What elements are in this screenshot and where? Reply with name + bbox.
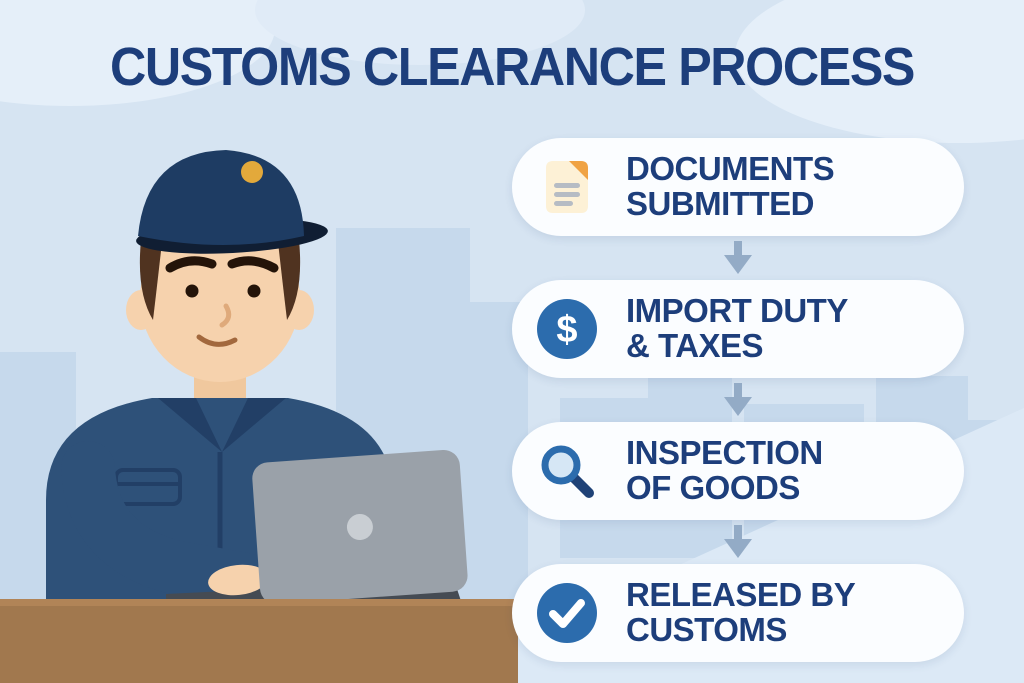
- officer-hand: [208, 564, 268, 596]
- process-steps: DOCUMENTS SUBMITTED $ IMPORT DUTY & TAXE…: [512, 138, 964, 662]
- document-icon: [546, 161, 588, 213]
- cloud-shape: [255, 0, 585, 65]
- step-card-documents-submitted: DOCUMENTS SUBMITTED: [512, 138, 964, 236]
- laptop-screen: [252, 449, 468, 605]
- step-card-released: RELEASED BY CUSTOMS: [512, 564, 964, 662]
- down-arrow-icon: [512, 520, 964, 564]
- page-title: CUSTOMS CLEARANCE PROCESS: [109, 37, 915, 97]
- down-arrow-icon: [512, 378, 964, 422]
- customs-officer-illustration: [0, 150, 518, 683]
- cap-badge: [241, 161, 263, 183]
- officer-face: [140, 214, 300, 382]
- step-label: INSPECTION OF GOODS: [626, 434, 823, 506]
- step-card-import-duty: $ IMPORT DUTY & TAXES: [512, 280, 964, 378]
- step-label: RELEASED BY CUSTOMS: [626, 576, 856, 648]
- officer-arm: [61, 441, 273, 607]
- check-icon: [537, 583, 597, 643]
- cloud-shape: [735, 0, 1024, 143]
- desk: [0, 599, 518, 683]
- step-card-inspection: INSPECTION OF GOODS: [512, 422, 964, 520]
- step-label: IMPORT DUTY & TAXES: [626, 292, 848, 364]
- officer-cap: [138, 150, 304, 245]
- svg-text:$: $: [556, 309, 577, 351]
- down-arrow-icon: [512, 236, 964, 280]
- magnifier-icon: [541, 445, 594, 498]
- officer-smile: [196, 334, 238, 347]
- cloud-shape: [0, 0, 275, 106]
- step-label: DOCUMENTS SUBMITTED: [626, 150, 835, 222]
- dollar-icon: $: [537, 299, 597, 359]
